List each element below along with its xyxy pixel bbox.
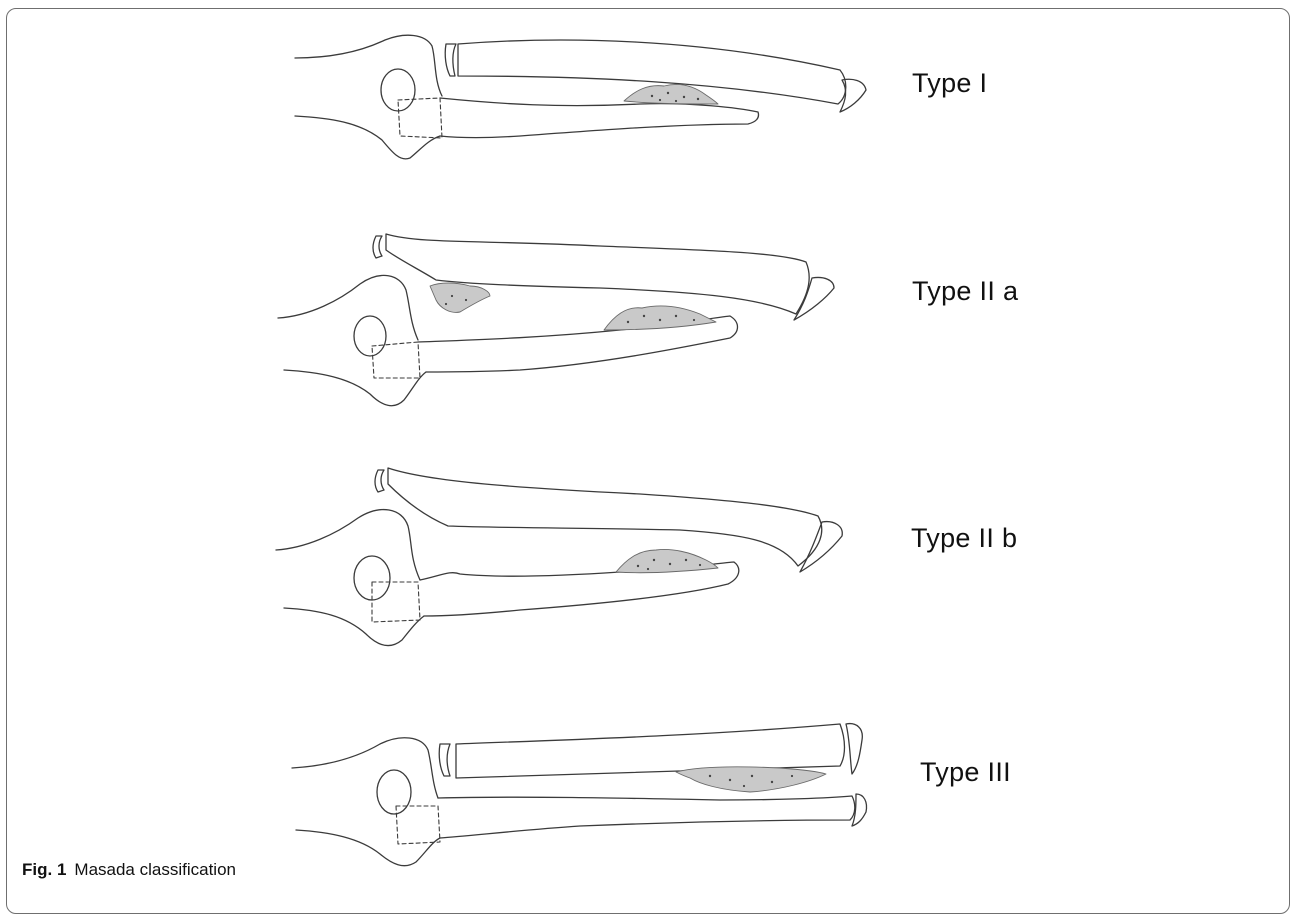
drawing-type-2b [276, 468, 842, 646]
drawing-type-2a [278, 234, 834, 406]
figure-caption-text: Masada classification [74, 860, 236, 879]
type-2a-label: Type II a [912, 276, 1018, 307]
type-2b-label: Type II b [911, 523, 1017, 554]
type-3-label: Type III [920, 757, 1011, 788]
figure-caption: Fig. 1 Masada classification [22, 860, 236, 880]
drawing-type-3 [292, 724, 867, 866]
figure-number: Fig. 1 [22, 860, 66, 879]
drawing-type-1 [295, 35, 866, 159]
type-1-label: Type I [912, 68, 987, 99]
